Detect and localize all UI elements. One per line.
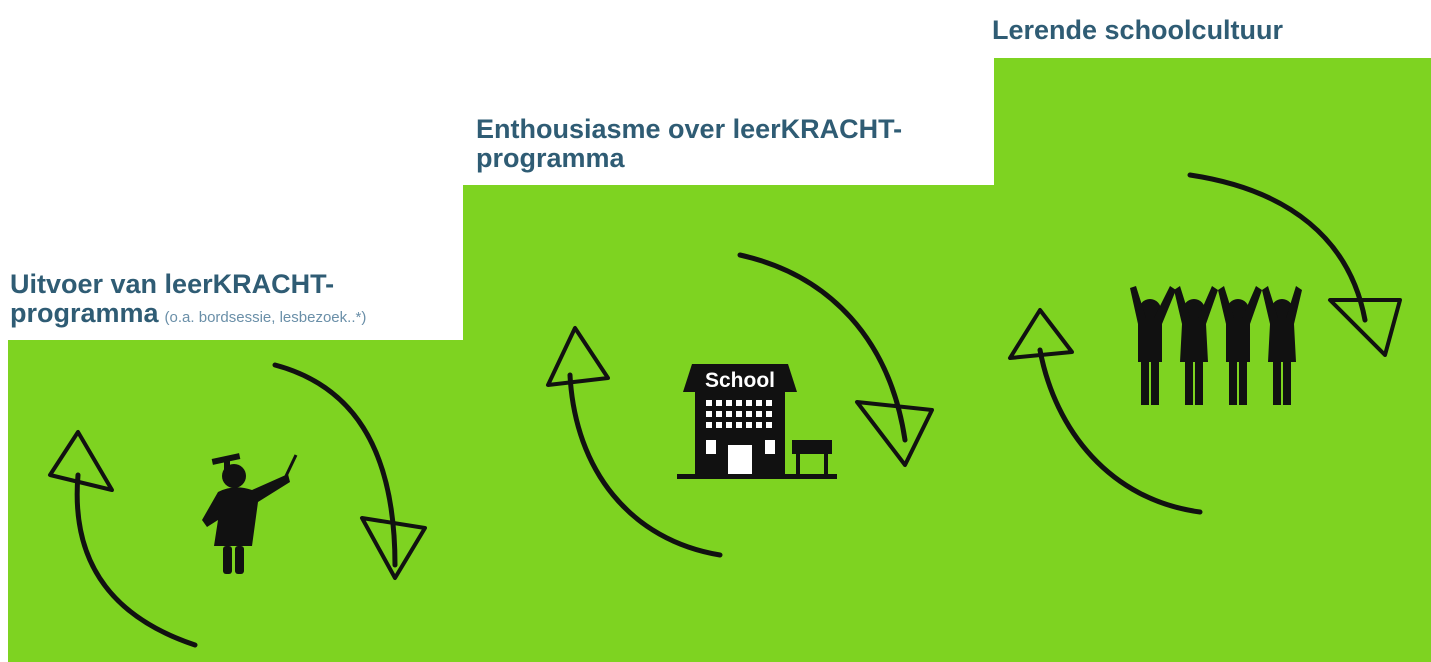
arrowhead-up-3 [1008,308,1074,360]
cycle-arrow-up-3 [1037,347,1203,515]
step-3-title: Lerende schoolcultuur [992,16,1422,45]
arrowhead-down-1 [360,516,427,580]
step-1-title-line2: programma [10,298,159,328]
school-sign-text: School [705,369,775,392]
step-2-title: Enthousiasme over leerKRACHT- programma [476,115,996,173]
cycle-arrow-down-2 [737,252,908,443]
arrowhead-up-1 [48,430,114,492]
arrowhead-up-2 [546,326,610,387]
teacher-icon [202,453,298,574]
step-1-note: (o.a. bordsessie, lesbezoek..*) [164,309,367,326]
cycle-arrow-up-1 [74,472,198,648]
step-block-3 [994,58,1431,662]
cheering-group-icon [1130,286,1302,405]
cycle-arrow-up-2 [567,372,723,558]
arrowhead-down-2 [855,400,934,467]
step-2-title-line2: programma [476,143,625,173]
school-building-icon: School [677,364,837,479]
step-1-title: Uitvoer van leerKRACHT- programma (o.a. b… [10,270,470,332]
step-2-title-line1: Enthousiasme over leerKRACHT- [476,114,903,144]
cycle-arrow-down-3 [1187,172,1368,323]
step-1-title-line1: Uitvoer van leerKRACHT- [10,269,335,299]
cycle-arrow-down-1 [272,362,398,568]
arrowhead-down-3 [1328,298,1402,357]
step-3-title-line1: Lerende schoolcultuur [992,15,1284,45]
